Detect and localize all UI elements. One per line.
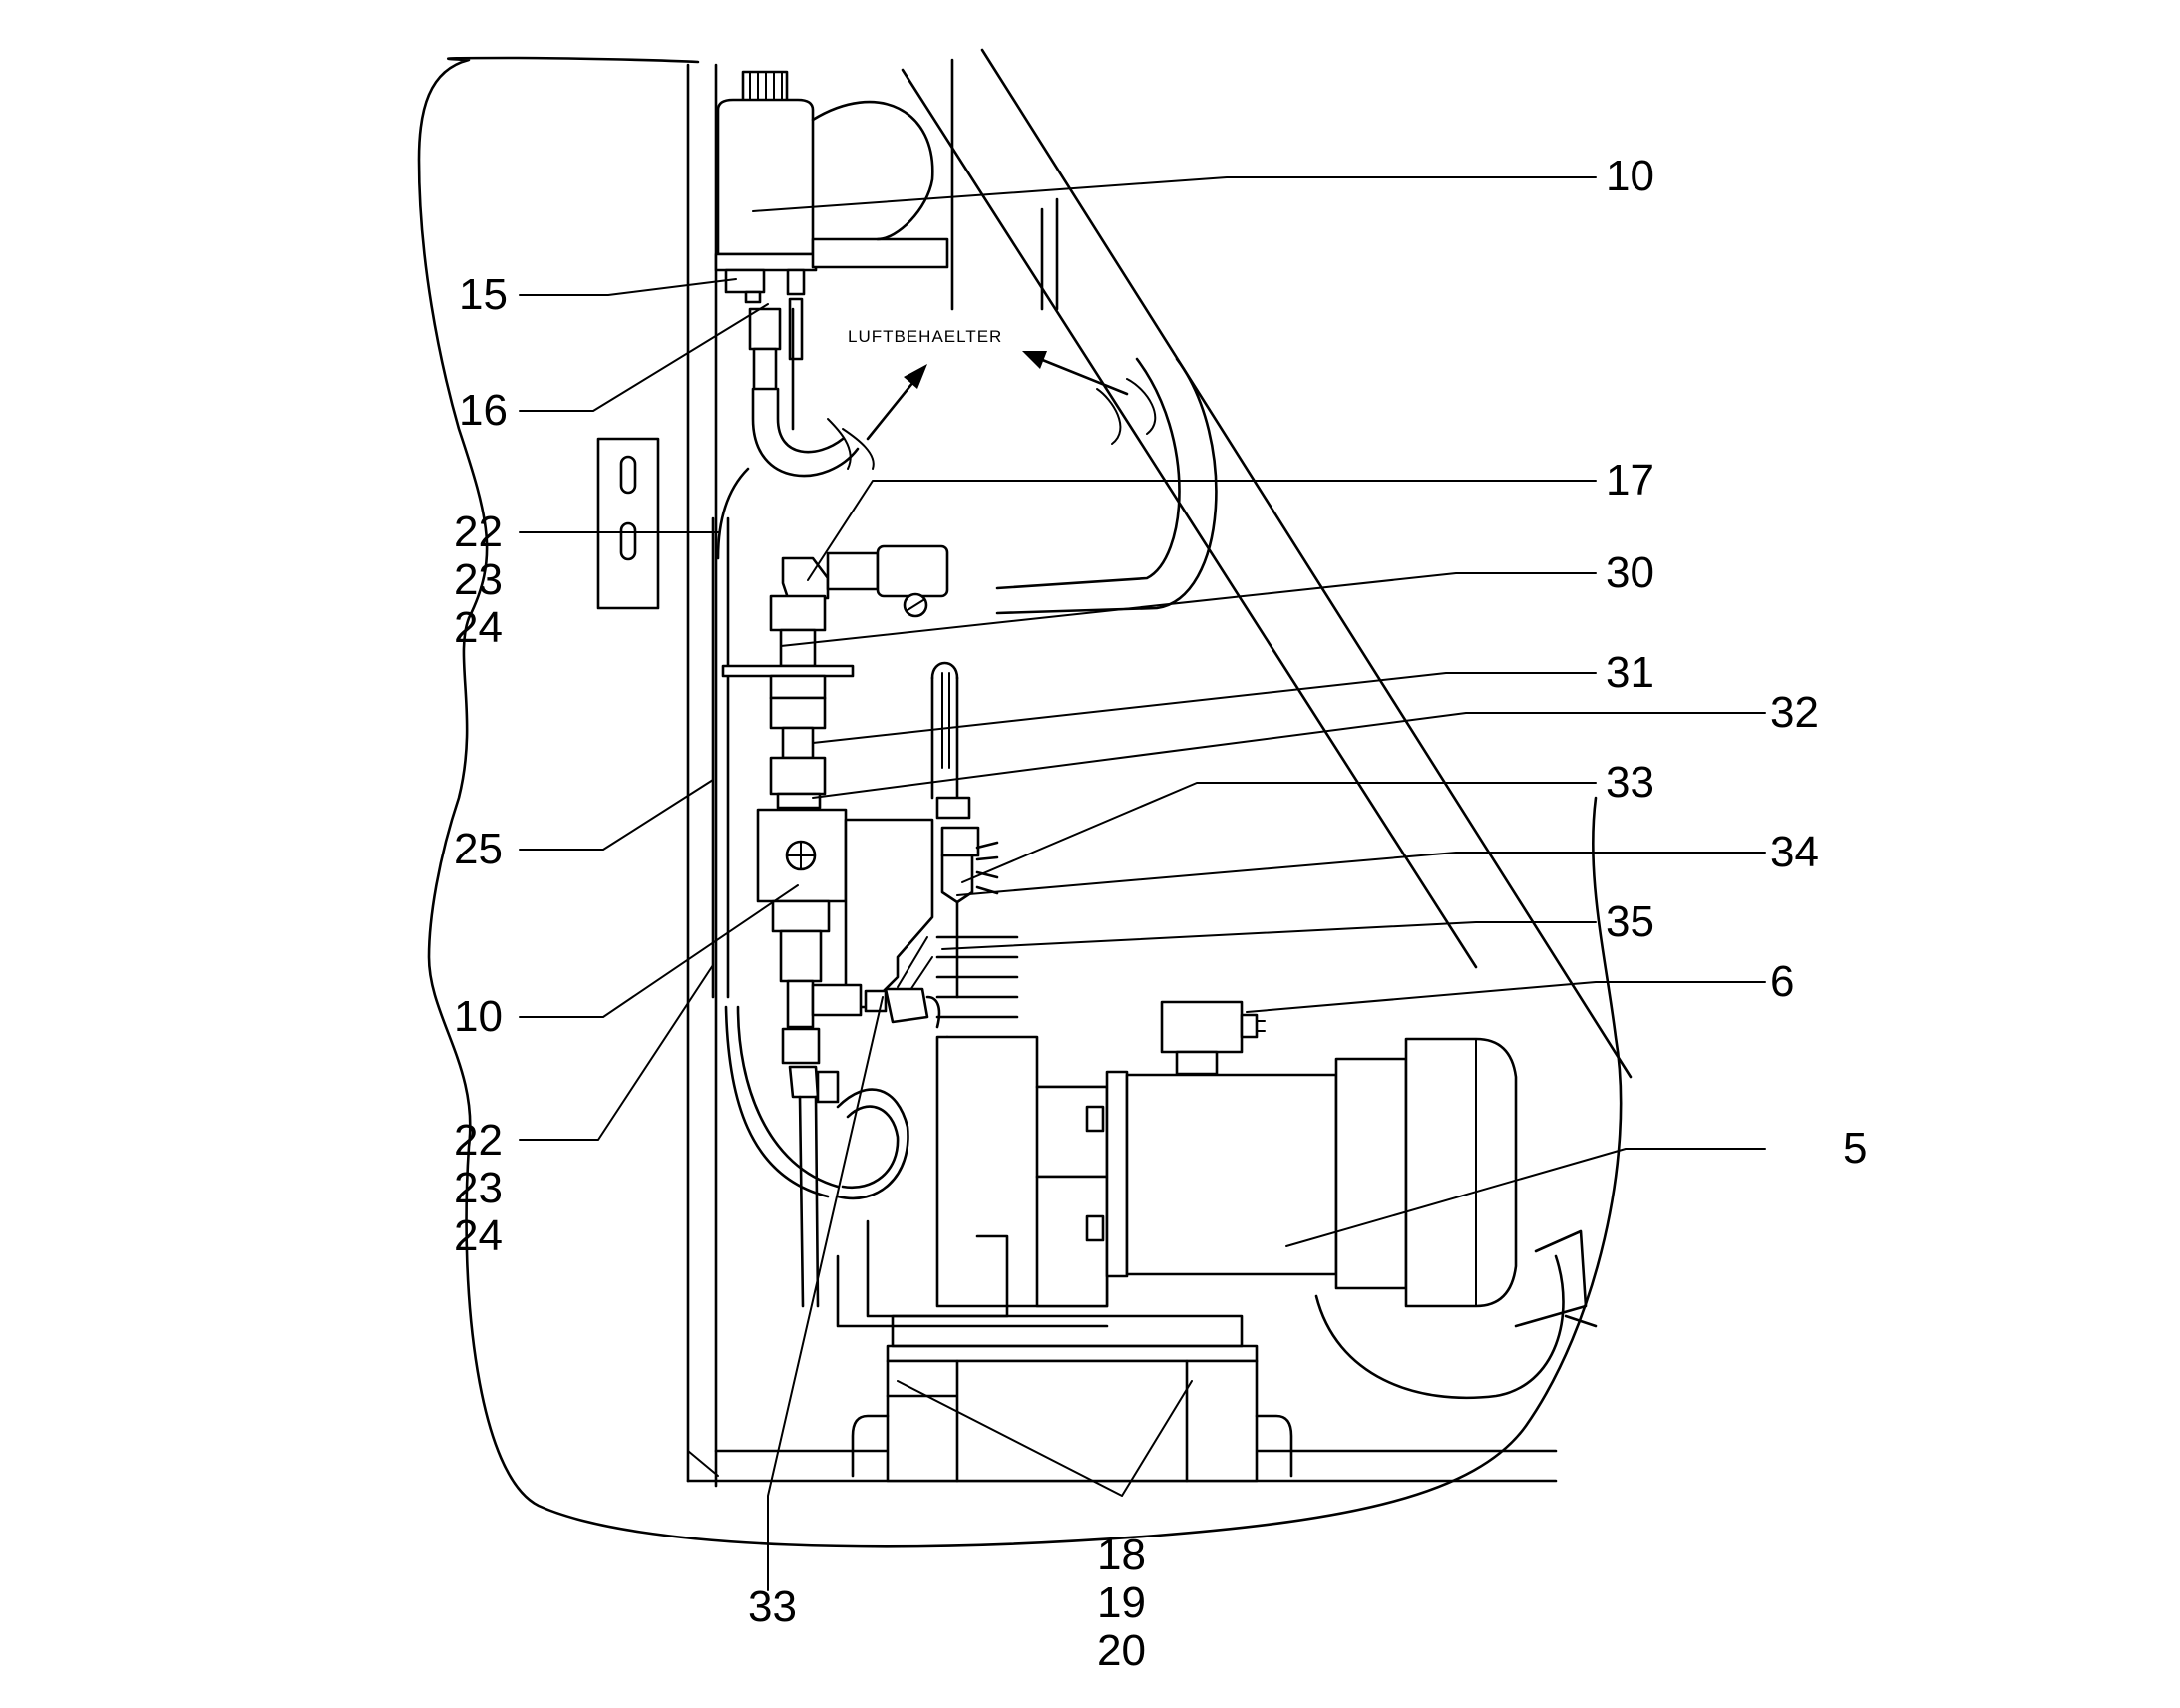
callout-30: 30 [1606, 548, 1654, 597]
mount-bracket-left [851, 1414, 890, 1478]
callout-33-right: 33 [1606, 758, 1654, 807]
leader-lines [519, 176, 1766, 1591]
callout-10-left: 10 [454, 992, 503, 1041]
callout-18-19-20: 18 19 20 [1097, 1531, 1146, 1675]
callout-35: 35 [1606, 897, 1654, 946]
tube-34 [930, 676, 959, 800]
callout-5: 5 [1843, 1124, 1868, 1173]
hose-right [995, 357, 1181, 590]
slot-1 [619, 455, 637, 495]
fan-cover [1404, 1037, 1518, 1308]
motor-flange [1105, 1070, 1129, 1278]
check-valve-cap [876, 544, 949, 598]
tube-loop [836, 1088, 909, 1200]
mounting-plate [596, 437, 660, 610]
callout-34: 34 [1770, 828, 1819, 876]
callout-25: 25 [454, 825, 503, 873]
hose-loop [751, 387, 860, 478]
callout-6: 6 [1770, 957, 1795, 1006]
motor-end [1334, 1057, 1408, 1290]
switch-body [716, 98, 815, 256]
callout-33-bottom: 33 [748, 1582, 797, 1631]
elbow-17 [781, 556, 830, 600]
callout-32: 32 [1770, 688, 1819, 737]
terminal-box [1160, 1000, 1244, 1054]
nipple-30 [779, 628, 817, 668]
switch-bracket [811, 237, 949, 269]
mount-block [886, 1359, 1259, 1483]
plate-rail [711, 516, 730, 999]
frame-left [686, 63, 718, 1488]
callout-31: 31 [1606, 648, 1654, 697]
callout-17: 17 [1606, 456, 1654, 505]
cooler-fins [935, 935, 1019, 1019]
frame-corner [687, 1450, 719, 1477]
arrow-right [1033, 355, 1129, 396]
mount-bracket-right [1255, 1414, 1293, 1478]
switch-base [714, 252, 818, 272]
callout-10-top: 10 [1606, 152, 1654, 200]
air-tank-note: LUFTBEHAELTER [848, 327, 1003, 346]
valve-housing [844, 818, 934, 1009]
motor-body [1125, 1073, 1338, 1276]
callout-15: 15 [459, 270, 508, 319]
nipple-31 [781, 726, 815, 760]
nipple-32 [776, 792, 822, 810]
housing-diagonal [980, 48, 1633, 1079]
slot-2 [619, 521, 637, 561]
housing-diagonal-2 [901, 68, 1478, 969]
callout-16: 16 [459, 386, 508, 435]
housing-outline [417, 56, 1623, 1548]
arrow-left [866, 375, 919, 441]
callout-22-23-24-bottom: 22 23 24 [454, 1116, 503, 1260]
callout-22-23-24-top: 22 23 24 [454, 508, 503, 652]
base-plate [891, 1314, 1244, 1348]
switch-cable [811, 100, 934, 241]
